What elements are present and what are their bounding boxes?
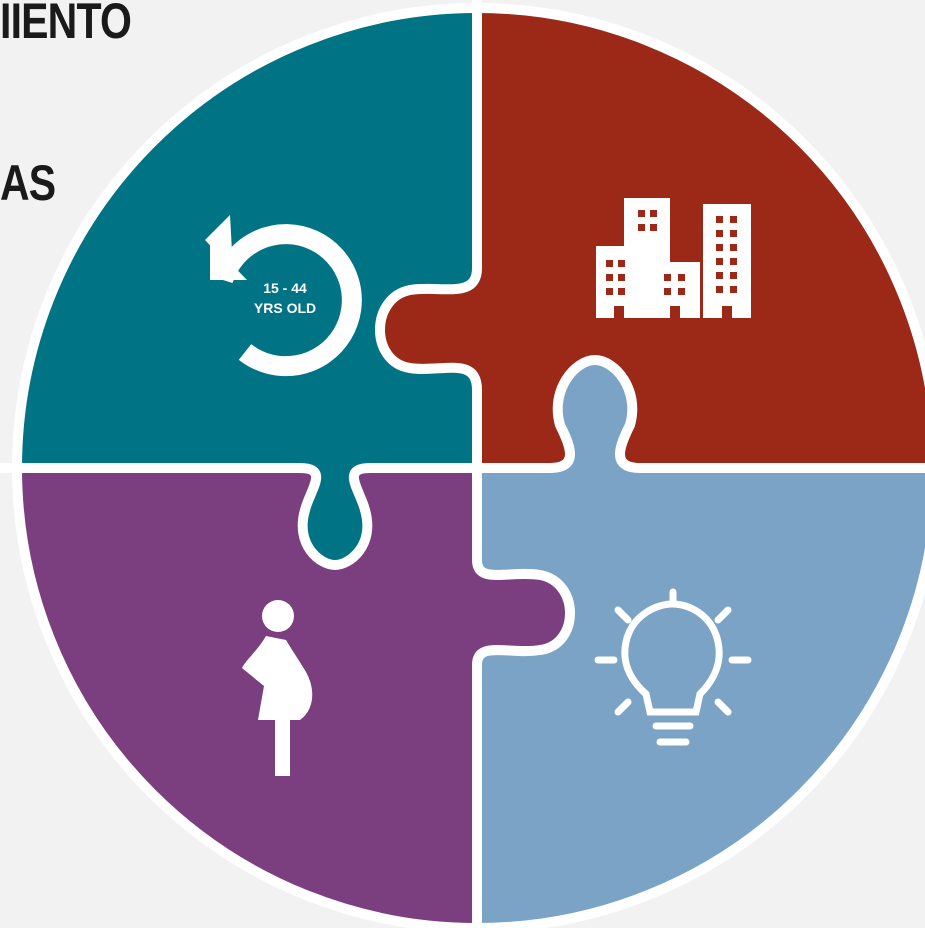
puzzle-knob-age: [300, 468, 370, 565]
pregnant-woman-icon: [242, 600, 313, 776]
city-buildings-icon: [596, 198, 751, 318]
lightbulb-icon: [594, 588, 752, 746]
age-range-label: 15 - 44: [263, 280, 307, 296]
age-unit-label: YRS OLD: [254, 300, 316, 316]
heading-fragment-top: IIENTO: [0, 0, 132, 49]
refresh-cycle-icon: 15 - 44 YRS OLD: [205, 215, 362, 377]
heading-fragment-middle: AS: [0, 155, 56, 211]
